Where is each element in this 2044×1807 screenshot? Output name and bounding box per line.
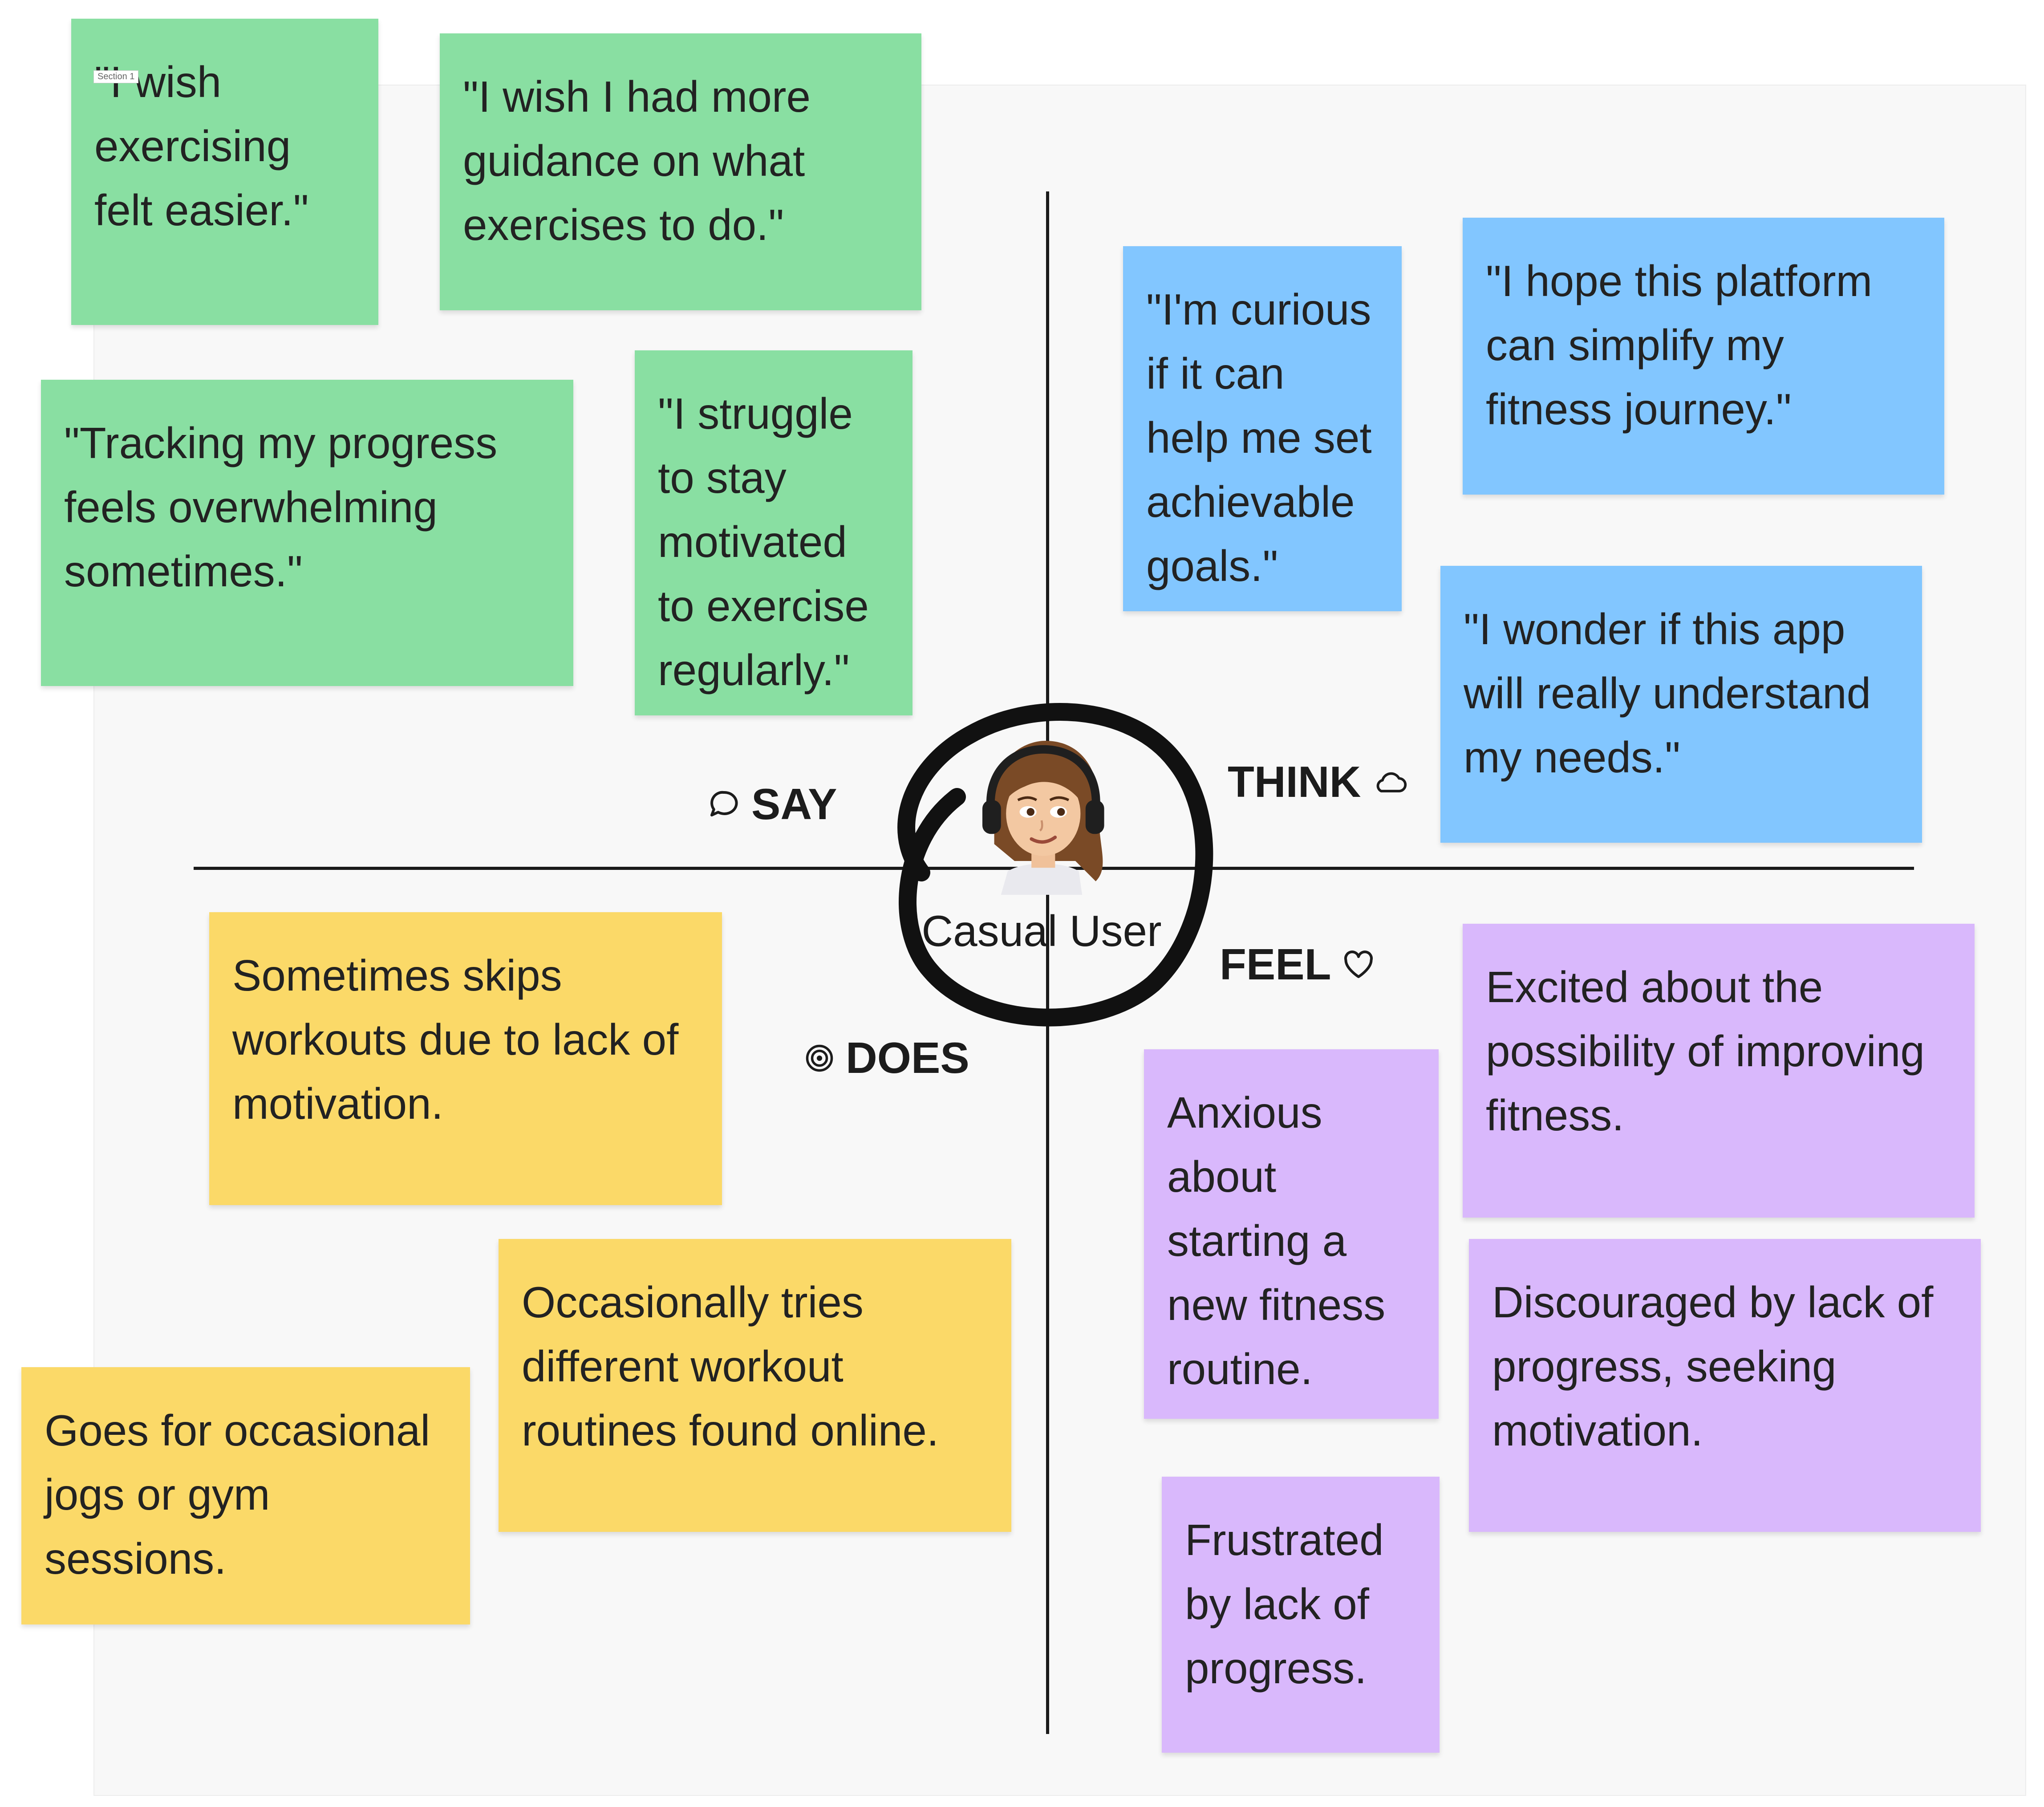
speech-bubble-icon [708, 788, 740, 820]
does-note[interactable]: Sometimes skips workouts due to lack of … [209, 912, 722, 1205]
think-note[interactable]: "I hope this platform can simplify my fi… [1463, 218, 1944, 495]
does-note[interactable]: Goes for occasional jogs or gym sessions… [21, 1367, 470, 1624]
feel-note[interactable]: Discouraged by lack of progress, seeking… [1469, 1239, 1981, 1532]
think-note[interactable]: "I'm curious if it can help me set achie… [1123, 246, 1402, 611]
say-note[interactable]: "I struggle to stay motivated to exercis… [635, 350, 912, 715]
say-note[interactable]: "I wish exercising felt easier." [71, 19, 378, 325]
think-note[interactable]: "I wonder if this app will really unders… [1440, 566, 1922, 843]
avatar-icon [957, 726, 1126, 895]
target-icon [805, 1044, 834, 1073]
think-label: THINK [1228, 757, 1408, 807]
persona-name: Casual User [846, 906, 1237, 956]
say-label: SAY [708, 779, 837, 829]
does-note[interactable]: Occasionally tries different workout rou… [499, 1239, 1011, 1532]
feel-note[interactable]: Frustrated by lack of progress. [1162, 1477, 1440, 1753]
say-note[interactable]: "Tracking my progress feels overwhelming… [41, 380, 573, 686]
cloud-icon [1372, 766, 1408, 798]
persona-center[interactable]: Casual User [846, 681, 1237, 1046]
feel-note[interactable]: Anxious about starting a new fitness rou… [1144, 1049, 1439, 1419]
section-label[interactable]: Section 1 [93, 70, 138, 83]
feel-note[interactable]: Excited about the possibility of improvi… [1463, 924, 1975, 1218]
heart-icon [1342, 950, 1375, 979]
say-note[interactable]: "I wish I had more guidance on what exer… [440, 33, 921, 310]
feel-label: FEEL [1220, 939, 1375, 990]
